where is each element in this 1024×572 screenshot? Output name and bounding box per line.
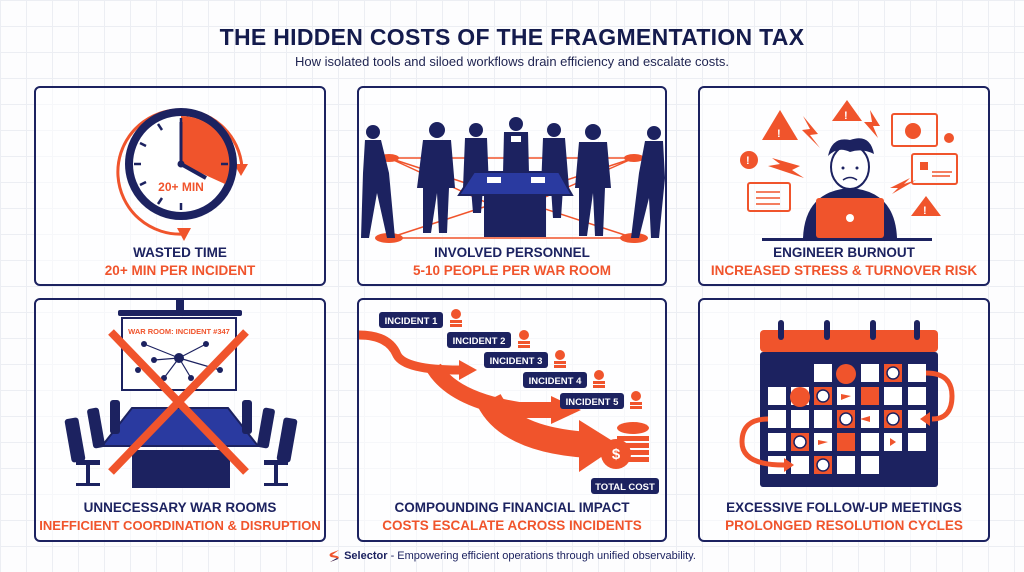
card-heading: WASTED TIME (133, 245, 227, 260)
card-heading: ENGINEER BURNOUT (773, 245, 915, 260)
escalating-cost-arrows-icon: INCIDENT 1 INCIDENT 2 INCIDENT 3 INCIDEN… (359, 309, 659, 494)
card-subheading: COSTS ESCALATE ACROSS INCIDENTS (382, 518, 642, 533)
calendar-icon (739, 320, 955, 487)
people-around-table-icon (361, 117, 665, 243)
svg-text:!: ! (777, 128, 781, 140)
card-heading: INVOLVED PERSONNEL (434, 245, 590, 260)
stressed-engineer-icon: !!!! (740, 100, 958, 241)
clock-icon: 20+ MIN (116, 108, 248, 241)
svg-text:WAR ROOM: INCIDENT #347: WAR ROOM: INCIDENT #347 (128, 327, 230, 336)
footer: Selector - Empowering efficient operatio… (0, 549, 1024, 563)
svg-text:INCIDENT 1: INCIDENT 1 (385, 316, 439, 327)
svg-text:INCIDENT 2: INCIDENT 2 (453, 336, 506, 347)
card-subheading: 5-10 PEOPLE PER WAR ROOM (412, 263, 612, 278)
svg-text:!: ! (844, 110, 848, 122)
card-excessive-follow-up-meetings: EXCESSIVE FOLLOW-UP MEETINGS PROLONGED R… (698, 298, 990, 542)
card-heading: UNNECESSARY WAR ROOMS (83, 500, 277, 515)
svg-text:INCIDENT 4: INCIDENT 4 (529, 376, 583, 387)
card-heading: COMPOUNDING FINANCIAL IMPACT (394, 500, 630, 515)
selector-logo-icon (329, 550, 340, 562)
svg-text:$: $ (612, 446, 621, 463)
svg-text:TOTAL COST: TOTAL COST (595, 482, 655, 493)
card-engineer-burnout: !!!! ENGINEER BURNOUT INCREASED STRESS &… (698, 86, 990, 286)
page-title: THE HIDDEN COSTS OF THE FRAGMENTATION TA… (219, 24, 805, 50)
card-wasted-time: 20+ MIN WASTED TIME 20+ MIN PER INCIDENT (34, 86, 326, 286)
card-subheading: INCREASED STRESS & TURNOVER RISK (710, 263, 978, 278)
svg-text:INCIDENT 5: INCIDENT 5 (566, 397, 620, 408)
crossed-out-war-room-icon: WAR ROOM: INCIDENT #347 (64, 300, 298, 488)
card-subheading: 20+ MIN PER INCIDENT (104, 263, 256, 278)
svg-text:INCIDENT 3: INCIDENT 3 (490, 356, 543, 367)
svg-text:!: ! (923, 205, 927, 217)
card-heading: EXCESSIVE FOLLOW-UP MEETINGS (726, 500, 962, 515)
card-involved-personnel: INVOLVED PERSONNEL 5-10 PEOPLE PER WAR R… (357, 86, 667, 286)
card-compounding-financial-impact: INCIDENT 1 INCIDENT 2 INCIDENT 3 INCIDEN… (357, 298, 667, 542)
card-unnecessary-war-rooms: WAR ROOM: INCIDENT #347 UNNECESSARY WAR … (34, 298, 326, 542)
card-subheading: INEFFICIENT COORDINATION & DISRUPTION (39, 518, 321, 533)
page-subtitle: How isolated tools and siloed workflows … (294, 54, 730, 69)
footer-brand: Selector (344, 549, 388, 562)
svg-text:!: ! (746, 155, 750, 167)
svg-text:20+ MIN: 20+ MIN (158, 180, 204, 194)
card-subheading: PROLONGED RESOLUTION CYCLES (725, 518, 963, 533)
footer-tagline: - Empowering efficient operations throug… (387, 549, 696, 562)
